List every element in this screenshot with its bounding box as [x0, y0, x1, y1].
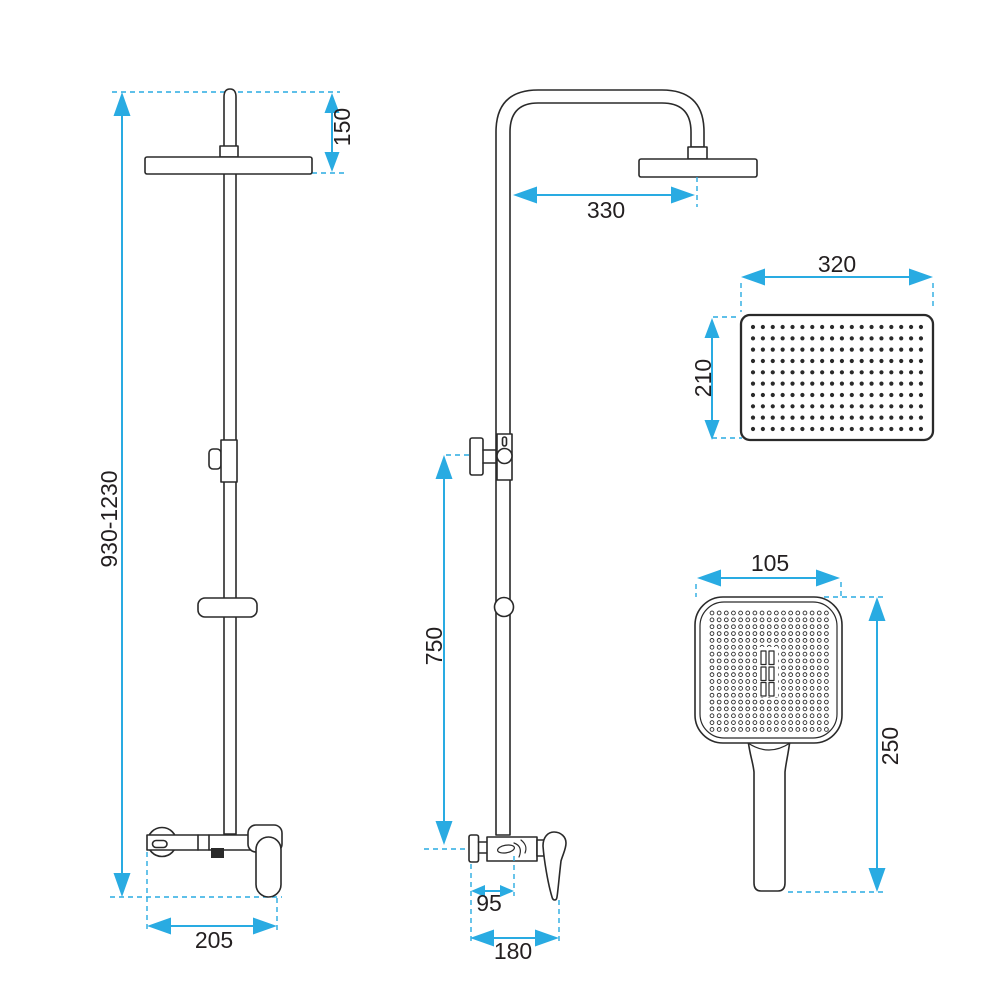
hand-shower-head-inner	[699, 601, 838, 739]
mixer-inlets	[477, 841, 488, 854]
dim-label-head-depth: 210	[690, 359, 716, 397]
arrowhead-down-icon	[113, 873, 131, 897]
mixer-lever-front	[255, 836, 282, 898]
mixer-body-seams	[197, 834, 210, 851]
arrowhead-right-icon	[253, 917, 277, 935]
slider-bracket-side	[220, 439, 238, 483]
hand-shower-view: 105 250	[694, 550, 903, 893]
column-side-view: 930-1230 150 205	[96, 88, 355, 953]
hand-shower-handle	[747, 739, 791, 892]
head-connector-front	[687, 146, 708, 160]
dim-label-head-to-top: 150	[329, 108, 355, 146]
mixer-logo-slot	[151, 839, 168, 849]
arrowhead-down-icon	[324, 152, 340, 172]
dim-label-rail-height: 750	[421, 627, 447, 665]
arrowhead-left-icon	[470, 929, 494, 947]
arrowhead-up-icon	[324, 93, 340, 113]
rain-head-face	[739, 313, 935, 442]
soap-dish-mount-front	[493, 596, 515, 618]
arrowhead-up-icon	[868, 597, 886, 621]
soap-dish-side	[197, 597, 258, 618]
dim-label-arm-reach: 330	[587, 197, 625, 223]
dim-label-hand-length: 250	[877, 727, 903, 765]
mixer-outlet	[211, 848, 224, 858]
dim-label-mixer-depth: 180	[494, 938, 532, 964]
arrowhead-left-icon	[741, 268, 765, 286]
arrowhead-left-icon	[471, 885, 485, 897]
dim-label-hand-width: 105	[751, 550, 789, 576]
arrowhead-right-icon	[500, 885, 514, 897]
head-connector-side	[219, 145, 239, 158]
dim-label-head-width: 320	[818, 251, 856, 277]
dim-label-wall-to-spout: 95	[476, 890, 502, 916]
slider-knob-side	[208, 448, 222, 470]
bracket-screw-slot	[501, 436, 508, 447]
bracket-arms	[482, 449, 498, 464]
arrowhead-left-icon	[513, 186, 537, 204]
rain-head-top-view: 320 210	[690, 251, 935, 442]
arrowhead-left-icon	[147, 917, 171, 935]
arrowhead-right-icon	[816, 569, 840, 587]
arrowhead-down-icon	[868, 868, 886, 892]
hand-shower-neck-joint	[747, 742, 791, 751]
arrowhead-up-icon	[113, 92, 131, 116]
mixer-wall-plate	[468, 834, 480, 863]
arrowhead-down-icon	[704, 420, 720, 440]
arrowhead-right-icon	[535, 929, 559, 947]
arrowhead-left-icon	[697, 569, 721, 587]
hand-shower-center-jets	[760, 650, 775, 697]
column-front-view: 330 750 95 180	[421, 89, 758, 964]
dim-label-mixer-width: 205	[195, 927, 233, 953]
rain-head-nozzles	[750, 324, 924, 432]
arrowhead-right-icon	[909, 268, 933, 286]
wall-plate-front	[469, 437, 484, 476]
arrowhead-right-icon	[671, 186, 695, 204]
dim-label-total-height: 930-1230	[96, 470, 122, 567]
arrowhead-up-icon	[704, 318, 720, 338]
mixer-body-side	[486, 836, 538, 862]
mixer-lever-side	[542, 831, 567, 901]
mixer-spout-opening	[497, 844, 515, 854]
rain-head-side	[144, 156, 313, 175]
rain-head-front	[638, 158, 758, 178]
nozzle-clear-zone	[757, 647, 778, 697]
bracket-knob	[496, 447, 513, 465]
arrowhead-up-icon	[435, 455, 453, 479]
mixer-spout-lip	[513, 839, 527, 858]
arrowhead-down-icon	[435, 821, 453, 845]
